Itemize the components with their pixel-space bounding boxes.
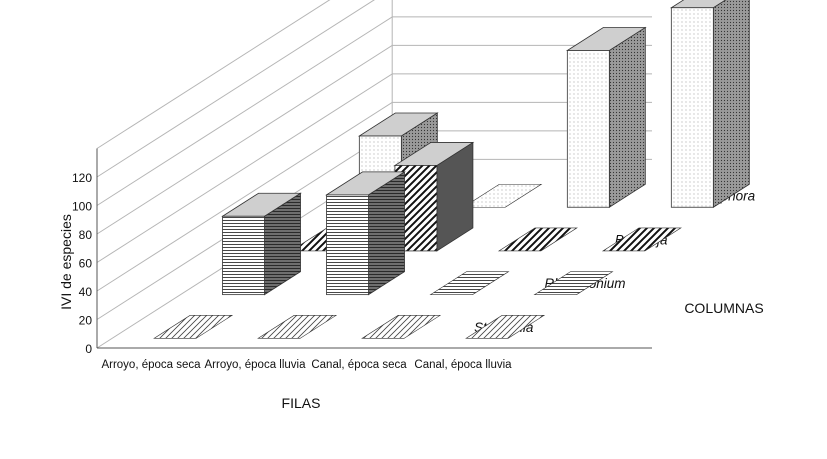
- y-tick-label: 0: [85, 342, 92, 356]
- bar-cladophora-1: [462, 183, 543, 208]
- x-tick-label: Canal, época lluvia: [414, 359, 512, 371]
- gridline-side: [96, 44, 393, 235]
- x-tick-label: Arroyo, época seca: [101, 359, 201, 371]
- y-tick-label: 40: [79, 285, 93, 299]
- bar-rhizoclonium-2: [429, 271, 510, 295]
- gridline-side: [96, 16, 393, 206]
- bar-stuckenia-0: [153, 315, 234, 339]
- bar-rhizoclonium-0-front: [222, 215, 265, 296]
- bar-stuckenia-1: [257, 315, 338, 339]
- bar-cladophora-3-side: [712, 0, 750, 208]
- y-tick-label: 120: [72, 171, 92, 185]
- y-tick-label: 80: [79, 228, 93, 242]
- bar-stuckenia-2: [361, 315, 442, 339]
- x-axis-title: FILAS: [282, 395, 321, 411]
- y-tick-label: 20: [79, 314, 93, 328]
- bar-cladophora-3-front: [670, 7, 714, 208]
- y-tick-label: 100: [72, 200, 92, 214]
- x-tick-label: Canal, época seca: [311, 359, 407, 371]
- bar-rhizoclonium-3: [533, 271, 614, 295]
- gridline-side: [96, 0, 375, 178]
- bar-cladophora-2-side: [608, 26, 646, 208]
- gridline-side: [96, 101, 393, 292]
- bar-buddleja-2: [497, 227, 578, 252]
- y-axis-title: IVI de especies: [58, 214, 74, 310]
- x-tick-label: Arroyo, época lluvia: [205, 359, 307, 371]
- gridline-side: [96, 73, 393, 263]
- bar-cladophora-2-front: [566, 50, 610, 208]
- gridline-side: [96, 0, 331, 149]
- z-axis-title: COLUMNAS: [684, 300, 763, 316]
- bar-stuckenia-3: [465, 315, 546, 339]
- bar-rhizoclonium-1-front: [326, 194, 369, 296]
- y-tick-label: 60: [79, 257, 93, 271]
- bar-buddleja-3: [601, 227, 682, 252]
